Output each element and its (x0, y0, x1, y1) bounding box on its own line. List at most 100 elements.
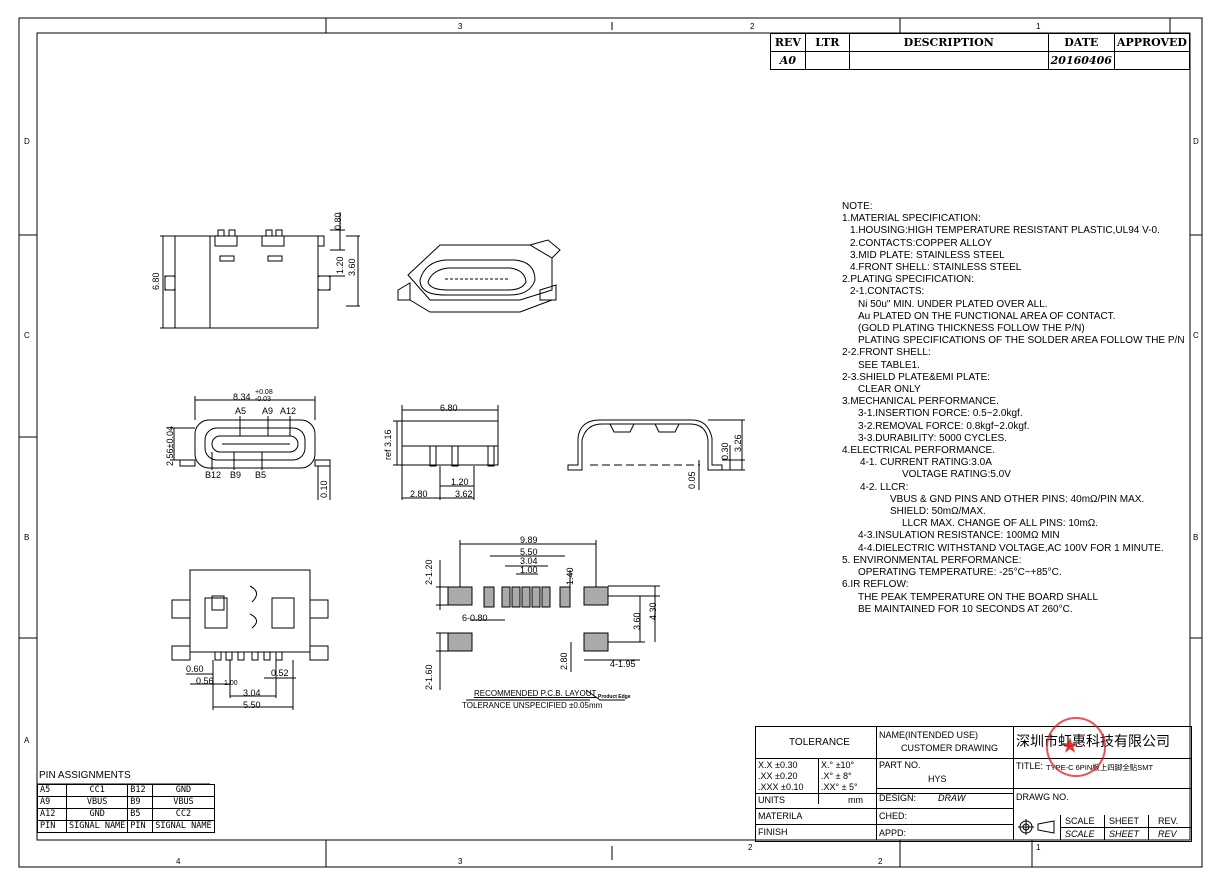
pcb-caption: RECOMMENDED P.C.B. LAYOUT (474, 689, 597, 698)
zone-top-1: 1 (1036, 22, 1041, 31)
revision-table: REV LTR DESCRIPTION DATE APPROVED A0 201… (770, 33, 1191, 70)
projection-symbol-icon (1018, 819, 1055, 835)
note-line: 4.FRONT SHELL: STAINLESS STEEL (850, 262, 1022, 274)
rev-value: A0 (770, 51, 806, 70)
note-line: 2-2.FRONT SHELL: (842, 347, 931, 359)
dim-pcb-4x195: 4-1.95 (610, 659, 636, 669)
note-line: VBUS & GND PINS AND OTHER PINS: 40mΩ/PIN… (890, 493, 1145, 505)
description-header: DESCRIPTION (848, 33, 1049, 52)
approved-value (1113, 51, 1191, 70)
dim-pcb-550: 5.50 (520, 547, 538, 557)
title-value: TYPE-C 6PIN板上四脚全贴SMT (1046, 763, 1154, 772)
part-no-value: HYS (928, 774, 947, 784)
title-label: TITLE: (1016, 761, 1044, 771)
dim-bottom-056: 0.56 (196, 676, 214, 686)
note-line: LLCR MAX. CHANGE OF ALL PINS: 10mΩ. (902, 518, 1099, 530)
note-line: 5. ENVIRONMENTAL PERFORMANCE: (842, 554, 1022, 566)
top-view (160, 212, 360, 329)
note-line: 4.ELECTRICAL PERFORMANCE. (842, 445, 995, 457)
pin-cell: A12 (37, 808, 67, 821)
tolerance-row-2-angular: .X° ± 8° (821, 771, 852, 781)
dim-pcb-100: 1.00 (520, 565, 538, 575)
label-b12: B12 (205, 470, 222, 480)
part-no-label: PART NO. (879, 760, 921, 770)
label-a9: A9 (262, 406, 274, 416)
company-seal-stamp: ★ (1046, 717, 1106, 777)
note-line: 3.MECHANICAL PERFORMANCE. (842, 396, 999, 408)
note-line: SHIELD: 50mΩ/MAX. (890, 506, 986, 518)
dim-front-834: 8.34 (233, 392, 251, 402)
pin-assignment-table: A5 CC1 B12 GND A9 VBUS B9 VBUS A12 GND B… (37, 784, 215, 833)
zone-top-3: 3 (458, 22, 463, 31)
signal-footer: SIGNAL NAME (152, 820, 215, 833)
title-block: TOLERANCE X.X ±0.30 X.° ±10° .XX ±0.20 .… (755, 726, 1192, 842)
pin-cell: B9 (127, 796, 154, 809)
sheet-label-upper: SHEET (1109, 816, 1140, 826)
note-line: 3-1.INSERTION FORCE: 0.5~2.0kgf. (858, 408, 1023, 420)
note-line: Ni 50u" MIN. UNDER PLATED OVER ALL. (858, 298, 1048, 310)
end-view (567, 419, 745, 490)
note-line: PLATING SPECIFICATIONS OF THE SOLDER ARE… (858, 335, 1185, 347)
note-line: SEE TABLE1. (858, 359, 920, 371)
pin-cell: A5 (37, 784, 67, 797)
design-value: DRAW (938, 793, 966, 803)
dim-end-326: 3.26 (733, 434, 743, 452)
note-line: 3-2.REMOVAL FORCE: 0.8kgf~2.0kgf. (858, 420, 1030, 432)
signal-cell: VBUS (65, 796, 129, 809)
dim-end-030: 0.30 (720, 442, 730, 460)
dim-side-680: 6.80 (440, 403, 458, 413)
note-line: THE PEAK TEMPERATURE ON THE BOARD SHALL (858, 591, 1099, 603)
scale-label-lower: SCALE (1065, 829, 1095, 839)
date-value: 20160406 (1047, 51, 1115, 70)
dim-end-005: 0.05 (687, 471, 697, 489)
dim-pcb-430: 4.30 (648, 602, 658, 620)
tolerance-row-3-angular: .XX° ± 5° (821, 782, 858, 792)
dim-pcb-989: 9.89 (520, 535, 538, 545)
dim-side-ref316: ref 3.16 (383, 429, 393, 460)
tolerance-row-1-angular: X.° ±10° (821, 760, 855, 770)
note-line: 4-3.INSULATION RESISTANCE: 100MΩ MIN (858, 530, 1060, 542)
signal-cell: CC1 (65, 784, 129, 797)
rev-label-lower: REV (1158, 829, 1177, 839)
note-line: 2-1.CONTACTS: (850, 286, 925, 298)
zone-top-2: 2 (750, 22, 755, 31)
pin-footer: PIN (37, 820, 67, 833)
signal-cell: CC2 (152, 808, 215, 821)
pin-assignments-title: PIN ASSIGNMENTS (39, 770, 131, 781)
dim-pcb-2x160: 2-1.60 (424, 664, 434, 690)
tolerance-label: TOLERANCE (789, 737, 850, 748)
sheet-label-lower: SHEET (1109, 829, 1140, 839)
isometric-view (397, 239, 561, 313)
design-label: DESIGN: (879, 793, 917, 803)
name-value: CUSTOMER DRAWING (901, 743, 999, 753)
note-line: NOTE: (842, 201, 873, 212)
label-b9: B9 (230, 470, 242, 480)
note-line: VOLTAGE RATING:5.0V (902, 469, 1011, 481)
material-label: MATERILA (758, 811, 803, 821)
finish-label: FINISH (758, 827, 788, 837)
table-row: A5 CC1 B12 GND (37, 784, 215, 797)
signal-cell: GND (65, 808, 129, 821)
rev-label-upper: REV. (1158, 816, 1179, 826)
note-line: 3-3.DURABILITY: 5000 CYCLES. (858, 432, 1007, 444)
pcb-layout (436, 540, 660, 701)
label-b5: B5 (255, 470, 267, 480)
note-line: 2-3.SHIELD PLATE&EMI PLATE: (842, 371, 991, 383)
dim-top-360: 3.60 (347, 258, 357, 276)
dim-pcb-304: 3.04 (520, 556, 538, 566)
table-row: PIN SIGNAL NAME PIN SIGNAL NAME (37, 820, 215, 833)
dim-side-120: 1.20 (451, 477, 469, 487)
note-line: 6.IR REFLOW: (842, 579, 909, 591)
date-header: DATE (1047, 33, 1115, 52)
dim-pcb-140: 1.40 (565, 567, 575, 585)
checked-label: CHED: (879, 811, 908, 821)
front-view (170, 396, 331, 500)
dim-bottom-060: 0.60 (186, 664, 204, 674)
note-line: BE MAINTAINED FOR 10 SECONDS AT 260°C. (858, 603, 1073, 615)
pin-cell: A9 (37, 796, 67, 809)
pin-cell: B12 (127, 784, 154, 797)
note-line: 1.MATERIAL SPECIFICATION: (842, 213, 981, 225)
star-icon: ★ (1061, 726, 1080, 761)
zone-bottom-4: 4 (176, 857, 181, 866)
